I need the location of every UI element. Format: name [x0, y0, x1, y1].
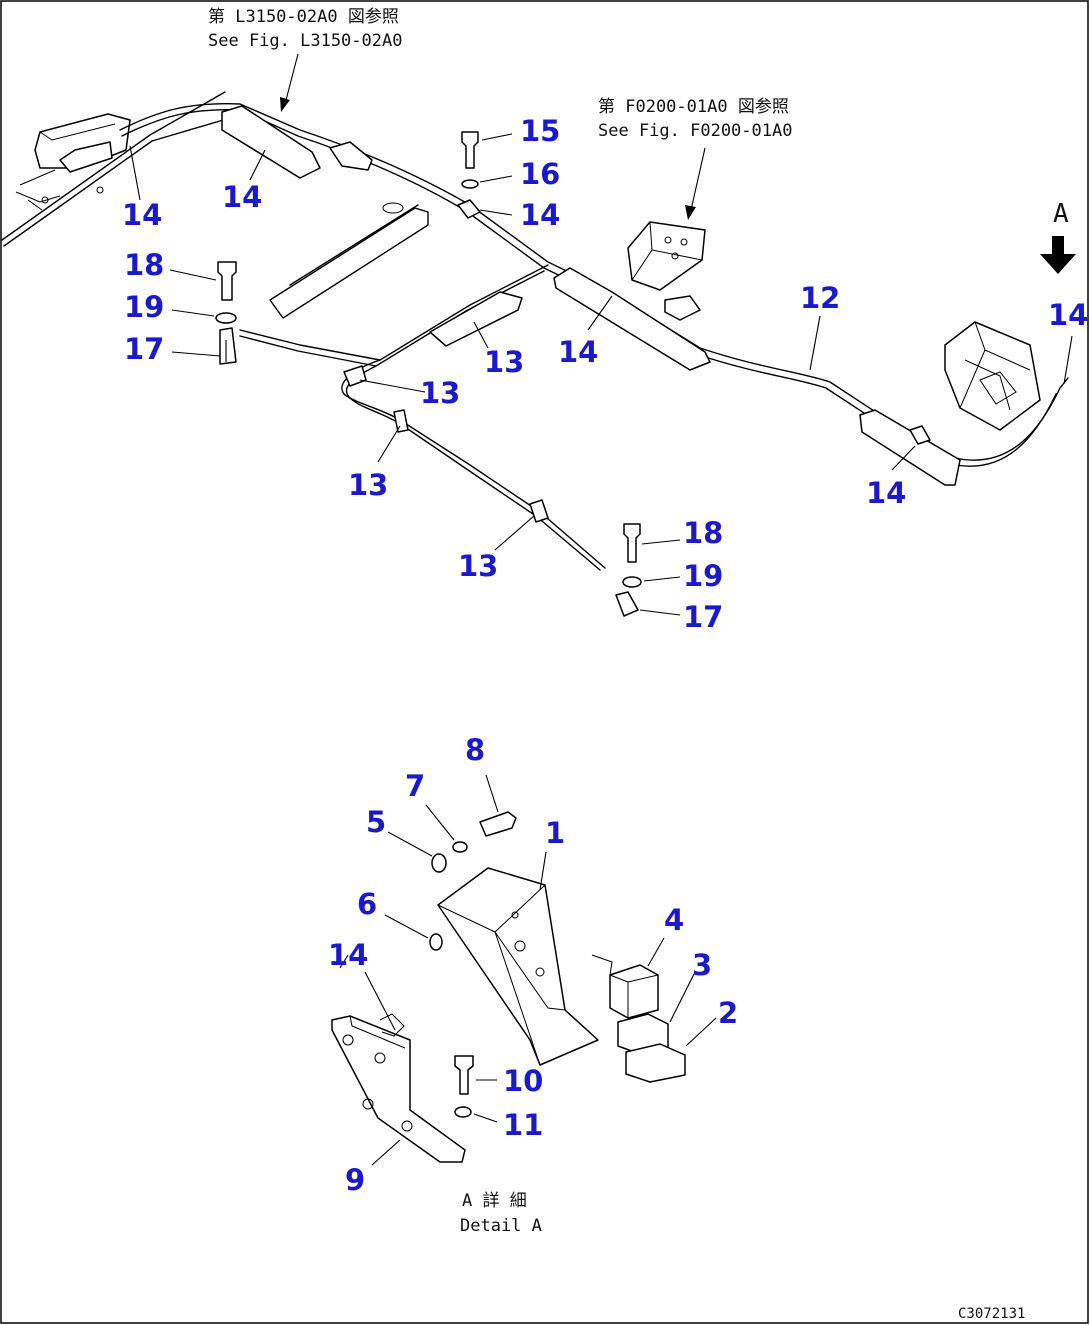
ref-note-top-left-ja: 第 L3150-02A0 図参照	[208, 7, 399, 27]
callout-2: 2	[718, 996, 738, 1030]
callout-14: 14	[222, 180, 262, 214]
callout-14: 14	[866, 476, 906, 510]
reference-arrow-right	[685, 147, 706, 220]
ref-note-top-left-en: See Fig. L3150-02A0	[208, 31, 402, 51]
drawing-id: C3072131	[958, 1306, 1025, 1322]
callout-11: 11	[503, 1108, 543, 1142]
reference-arrow-left	[280, 53, 299, 112]
ref-note-top-right-en: See Fig. F0200-01A0	[598, 121, 792, 141]
callout-4: 4	[664, 903, 684, 937]
view-marker-label: A	[1053, 199, 1069, 229]
callout-13: 13	[348, 468, 388, 502]
callout-13: 13	[420, 376, 460, 410]
callout-18: 18	[124, 248, 164, 282]
callout-numbers: 14 14 15 16 14 18 19 17 13 13 14 12 14 1…	[122, 114, 1088, 1197]
callout-19: 19	[683, 559, 723, 593]
callout-16: 16	[520, 157, 560, 191]
callout-19: 19	[124, 290, 164, 324]
callout-14: 14	[520, 198, 560, 232]
upper-assembly	[1, 91, 1069, 617]
callout-7: 7	[405, 769, 425, 803]
callout-17: 17	[683, 600, 723, 634]
callout-18: 18	[683, 516, 723, 550]
callout-13: 13	[484, 345, 524, 379]
callout-10: 10	[503, 1064, 543, 1098]
callout-14: 14	[122, 198, 162, 232]
callout-9: 9	[345, 1163, 365, 1197]
callout-14: 14	[558, 335, 598, 369]
callout-6: 6	[357, 887, 377, 921]
detail-label-en: Detail A	[460, 1216, 542, 1236]
callout-1: 1	[545, 816, 565, 850]
callout-12: 12	[800, 281, 840, 315]
callout-5: 5	[366, 805, 386, 839]
callout-3: 3	[692, 948, 712, 982]
callout-15: 15	[520, 114, 560, 148]
callout-13: 13	[458, 549, 498, 583]
ref-note-top-right-ja: 第 F0200-01A0 図参照	[598, 97, 789, 117]
detail-label-ja: A 詳 細	[462, 1191, 527, 1211]
view-arrow-icon	[1040, 236, 1076, 274]
detail-a-assembly	[331, 811, 686, 1163]
callout-14: 14	[1048, 298, 1088, 332]
callout-8: 8	[465, 733, 485, 767]
callout-17: 17	[124, 332, 164, 366]
leader-lines	[129, 133, 1073, 1166]
callout-14: 14	[328, 938, 368, 972]
